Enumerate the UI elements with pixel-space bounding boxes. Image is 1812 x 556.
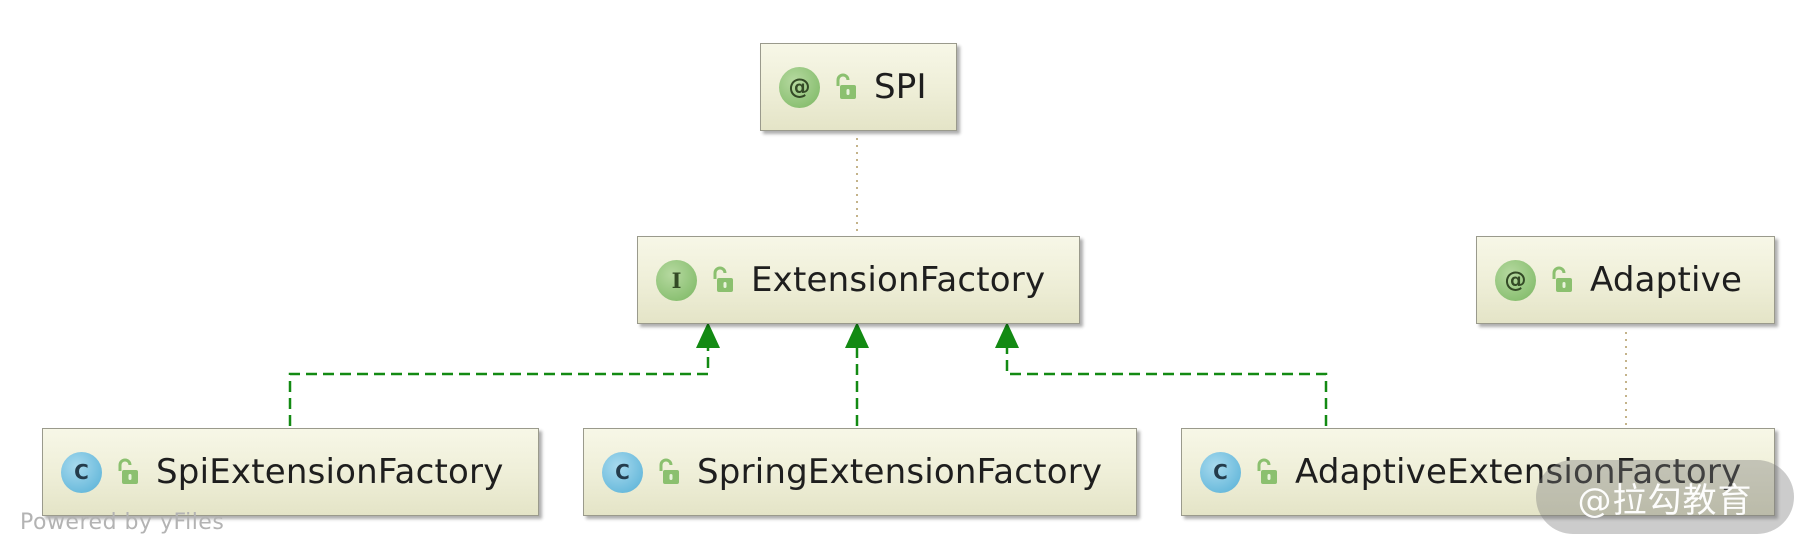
node-label: SPI bbox=[874, 67, 927, 107]
node-label: SpiExtensionFactory bbox=[156, 452, 504, 492]
annotation-type-icon: @ bbox=[1495, 259, 1536, 301]
unlocked-padlock-icon bbox=[836, 73, 856, 99]
edge-spiextensionfactory-implements bbox=[288, 344, 710, 426]
class-type-icon: C bbox=[602, 451, 643, 493]
node-extensionfactory[interactable]: I ExtensionFactory bbox=[637, 236, 1080, 324]
node-spiextensionfactory[interactable]: C SpiExtensionFactory bbox=[42, 428, 539, 516]
arrowhead-spiextensionfactory bbox=[696, 322, 720, 348]
node-springextensionfactory[interactable]: C SpringExtensionFactory bbox=[583, 428, 1137, 516]
interface-type-icon: I bbox=[656, 259, 697, 301]
node-spi[interactable]: @ SPI bbox=[760, 43, 957, 131]
node-label: SpringExtensionFactory bbox=[697, 452, 1103, 492]
arrowhead-springextensionfactory bbox=[845, 322, 869, 348]
class-type-icon: C bbox=[1200, 451, 1241, 493]
class-type-icon: C bbox=[61, 451, 102, 493]
node-adaptive[interactable]: @ Adaptive bbox=[1476, 236, 1775, 324]
node-label: Adaptive bbox=[1590, 260, 1743, 300]
node-label: ExtensionFactory bbox=[751, 260, 1046, 300]
node-adaptiveextensionfactory[interactable]: C AdaptiveExtensionFactory bbox=[1181, 428, 1775, 516]
unlocked-padlock-icon bbox=[1552, 266, 1572, 292]
watermark-badge: @拉勾教育 bbox=[1536, 460, 1794, 534]
arrowhead-adaptiveextensionfactory bbox=[995, 322, 1019, 348]
unlocked-padlock-icon bbox=[1257, 458, 1277, 484]
annotation-type-icon: @ bbox=[779, 66, 820, 108]
edge-adaptiveextensionfactory-implements bbox=[1005, 344, 1328, 426]
powered-by-footer: Powered by yFiles bbox=[20, 510, 225, 535]
unlocked-padlock-icon bbox=[659, 458, 679, 484]
node-label: AdaptiveExtensionFactory bbox=[1295, 452, 1742, 492]
unlocked-padlock-icon bbox=[118, 458, 138, 484]
unlocked-padlock-icon bbox=[713, 266, 733, 292]
